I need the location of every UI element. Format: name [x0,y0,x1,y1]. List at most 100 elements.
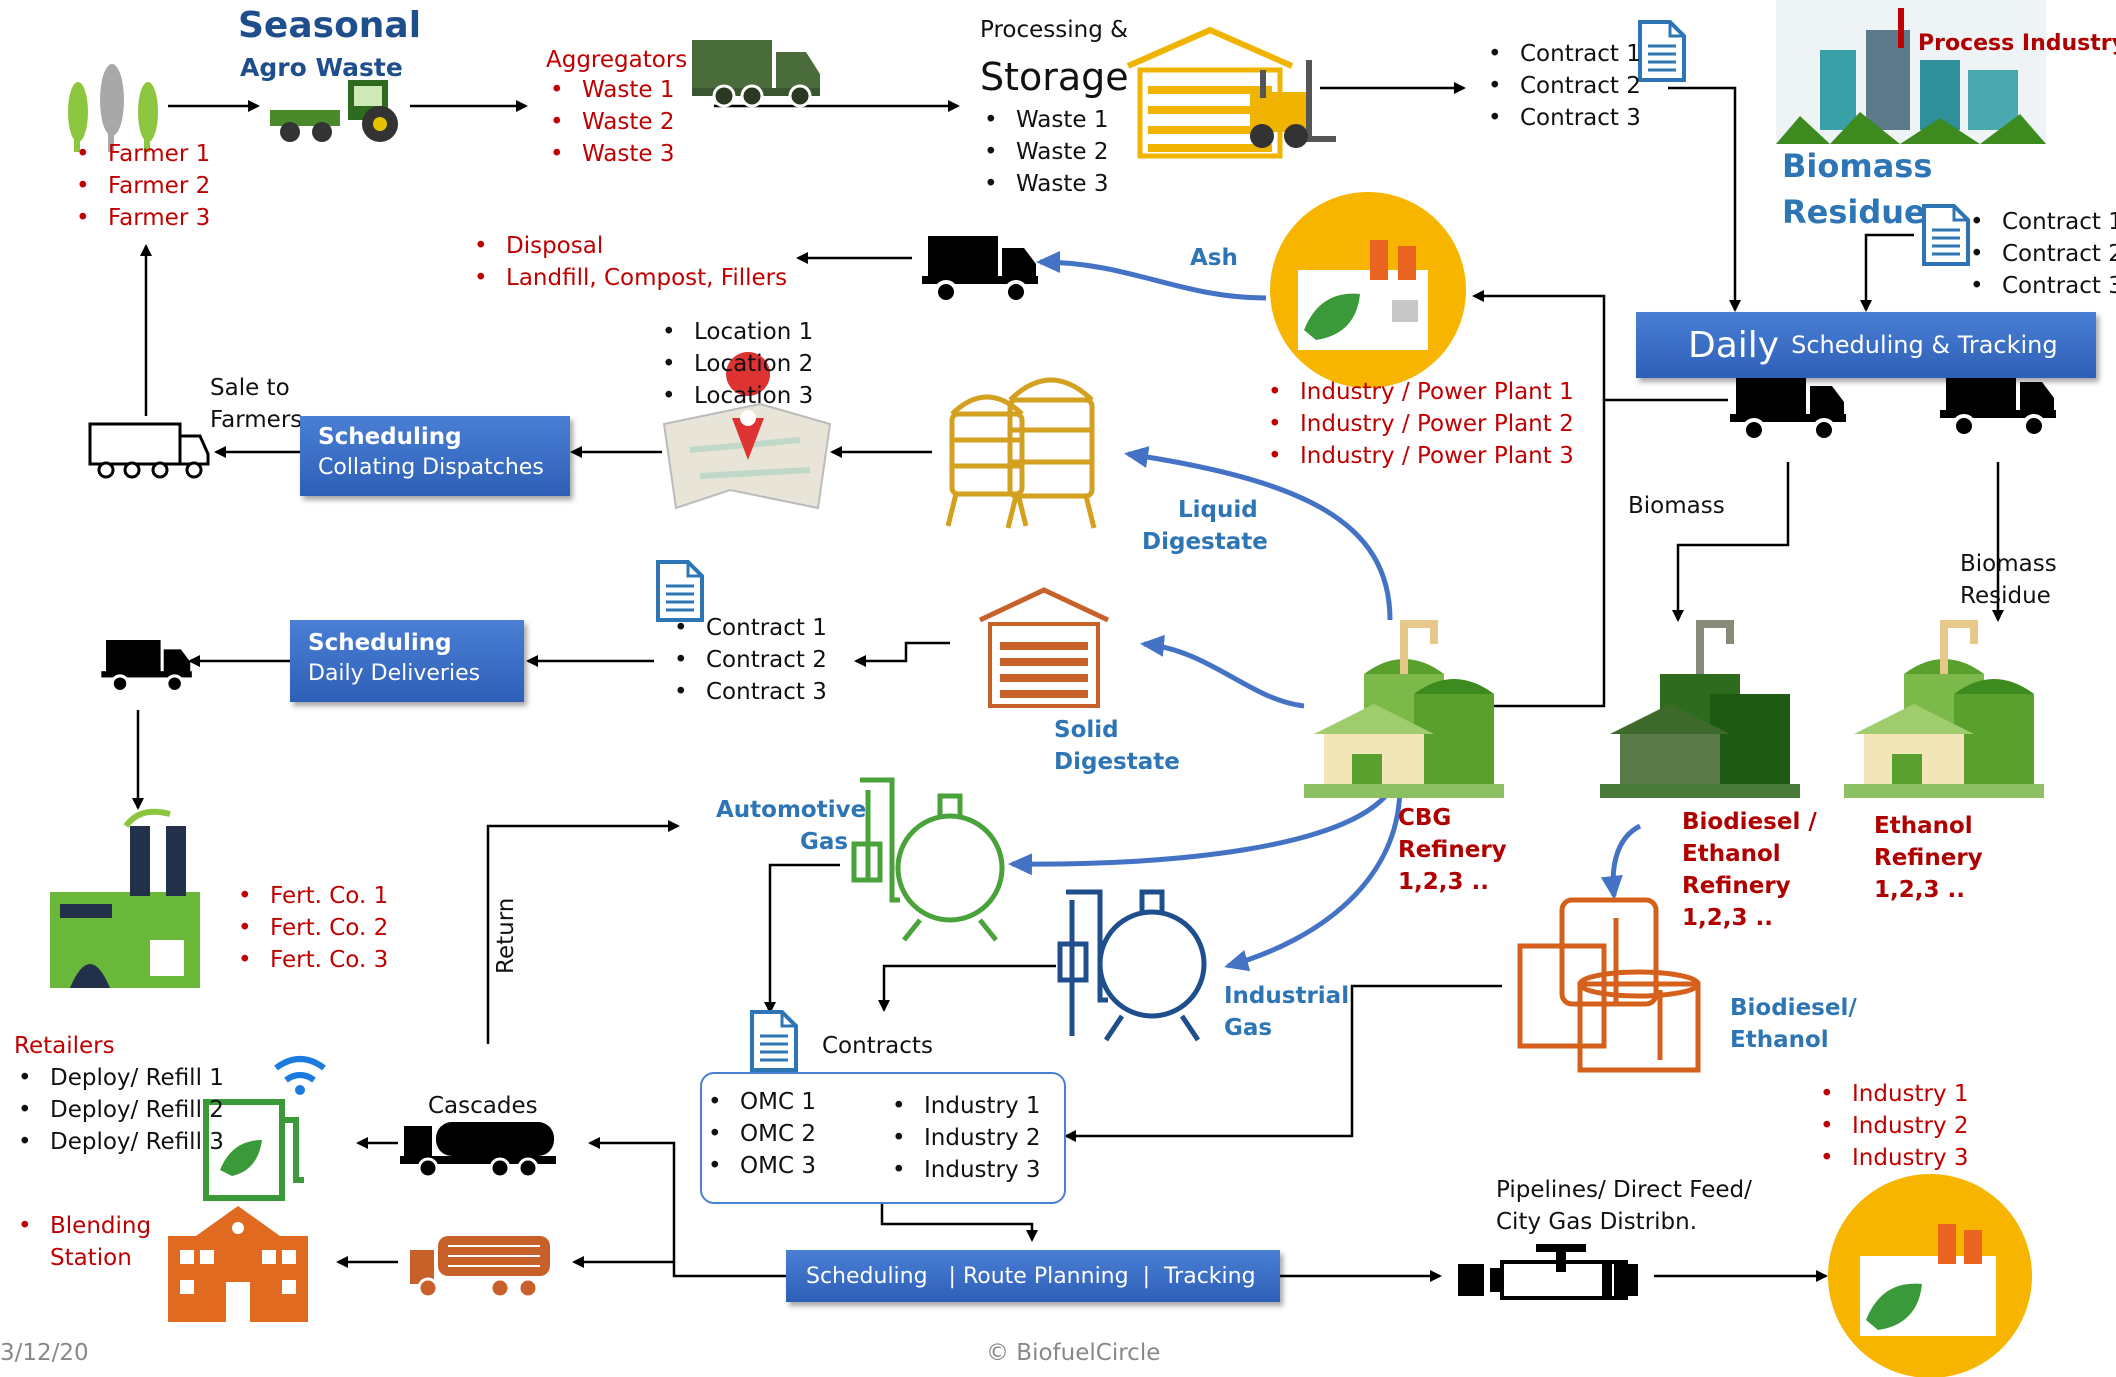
pipelines-label-1: Pipelines/ Direct Feed/ [1496,1177,1752,1203]
fertilizer-factory-icon [50,808,200,988]
list-item: Industry / Power Plant 3 [1264,440,1574,472]
list-item: Location 1 [658,316,813,348]
list-item: Waste 2 [546,106,674,138]
scheduling-route-tracking-button[interactable]: Scheduling | Route Planning | Tracking [786,1250,1280,1302]
contract-list-mid: Contract 1 Contract 2 Contract 3 [670,612,827,708]
list-item: Industry 3 [1816,1142,1969,1174]
sale-to-label: Sale to [210,375,290,401]
seasonal-title: Seasonal [238,5,422,46]
forklift-icon [1250,60,1336,148]
retailer-list: Deploy/ Refill 1 Deploy/ Refill 2 Deploy… [14,1062,224,1158]
list-item: Fert. Co. 3 [234,944,388,976]
list-item: Contract 1 [1484,38,1641,70]
cascades-label: Cascades [428,1093,538,1119]
ethanol-label-2: Refinery [1874,845,1983,871]
list-item: Blending [14,1210,151,1242]
biodiesel-label-3: Refinery [1682,873,1791,899]
contract-list-top: Contract 1 Contract 2 Contract 3 [1484,38,1641,134]
industrial-gas-tank-icon [1057,889,1207,1042]
document-icon-top [1638,20,1686,82]
garbage-truck-icon [692,40,820,108]
button-subtitle: Collating Dispatches [318,455,544,480]
footer-copyright: © BiofuelCircle [986,1340,1161,1366]
ethanol-label-3: 1,2,3 .. [1874,877,1965,903]
list-item: Waste 3 [980,168,1108,200]
digestate-label: Digestate [1142,529,1268,555]
scheduling-dispatches-button[interactable]: Scheduling Collating Dispatches [300,416,570,496]
document-icon-right [1922,204,1970,266]
list-item: Industry 2 [888,1122,1041,1154]
list-item: Contract 2 [670,644,827,676]
gas-label: Gas [800,829,849,855]
document-icon-contracts [750,1010,798,1072]
list-item: Contract 3 [1484,102,1641,134]
scheduling-deliveries-button[interactable]: Scheduling Daily Deliveries [290,620,524,702]
industry-plant-icon [1828,1174,2032,1377]
liquid-label: Liquid [1178,497,1258,523]
location-list: Location 1 Location 2 Location 3 [658,316,813,412]
footer-date: 3/12/20 [0,1340,89,1366]
contracts-label: Contracts [822,1033,933,1059]
biodiesel-plant-icon [1600,620,1800,798]
list-item: Waste 3 [546,138,674,170]
gas-tank-icon [851,777,1005,942]
list-item: Contract 1 [670,612,827,644]
power-plant-icon [1270,192,1466,388]
contract-list-right: Contract 1 Contract 2 Contract 3 [1966,206,2116,302]
daily-label: Daily [1688,324,1780,366]
ethanol-label-1: Ethanol [1874,813,1973,839]
storage-title: Storage [980,55,1129,99]
truck-icon-deliveries [99,638,194,694]
biomass-residue-label-1: Biomass [1960,551,2057,577]
button-title: Scheduling [318,424,462,450]
farmers-label: Farmers [210,407,303,433]
ash-label: Ash [1190,245,1238,271]
blending-station-label: Blending [14,1210,151,1242]
list-item: Contract 3 [1966,270,2116,302]
automotive-label: Automotive [716,797,867,823]
list-item: Industry 2 [1816,1110,1969,1142]
pipeline-valve-icon [1458,1244,1638,1300]
biomass-residue-title-2: Residue [1782,193,1926,231]
list-item: Industry / Power Plant 1 [1264,376,1574,408]
scheduling-tracking-label: Scheduling & Tracking [1791,331,2058,359]
station-label: Station [50,1245,132,1271]
list-item: Industry / Power Plant 2 [1264,408,1574,440]
biodiesel-label-1: Biodiesel / [1682,809,1817,835]
tanker-truck-icon-orange [410,1236,550,1299]
daily-scheduling-button[interactable]: Daily Scheduling & Tracking [1636,312,2096,378]
list-item: OMC 1 [704,1086,816,1118]
cbg-label-3: 1,2,3 .. [1398,869,1489,895]
farmer-list: Farmer 1 Farmer 2 Farmer 3 [72,138,210,234]
processing-title: Processing & [980,17,1129,43]
silo-icon [945,377,1097,529]
pipelines-label-2: City Gas Distribn. [1496,1209,1698,1235]
retailers-title: Retailers [14,1033,115,1059]
list-item: Waste 2 [980,136,1108,168]
list-item: OMC 2 [704,1118,816,1150]
biodiesel-label-4: 1,2,3 .. [1682,905,1773,931]
connectors [132,82,2004,1282]
process-industry-label: Process Industry [1918,31,2116,56]
list-item: Waste 1 [980,104,1108,136]
blending-station-icon [168,1206,308,1322]
process-industry-icon [1776,0,2046,144]
list-item: Landfill, Compost, Fillers [470,262,787,294]
biodiesel-ethanol-label-2: Ethanol [1730,1027,1829,1053]
list-item: Contract 1 [1966,206,2116,238]
list-item: Fert. Co. 2 [234,912,388,944]
fuel-tanks-icon [1517,897,1701,1073]
biomass-label: Biomass [1628,493,1725,519]
list-item: Farmer 2 [72,170,210,202]
list-item: OMC 3 [704,1150,816,1182]
list-item: Farmer 1 [72,138,210,170]
agro-waste-label: Agro Waste [240,53,403,82]
solid-digestate-label: Digestate [1054,749,1180,775]
tanker-truck-icon-black [400,1122,556,1179]
button-title: Scheduling [308,630,452,656]
list-item: Disposal [470,230,787,262]
list-item: Location 3 [658,380,813,412]
processing-list: Waste 1 Waste 2 Waste 3 [980,104,1108,200]
blue-arrows [1008,251,1642,972]
disposal-list: Disposal Landfill, Compost, Fillers [470,230,787,294]
